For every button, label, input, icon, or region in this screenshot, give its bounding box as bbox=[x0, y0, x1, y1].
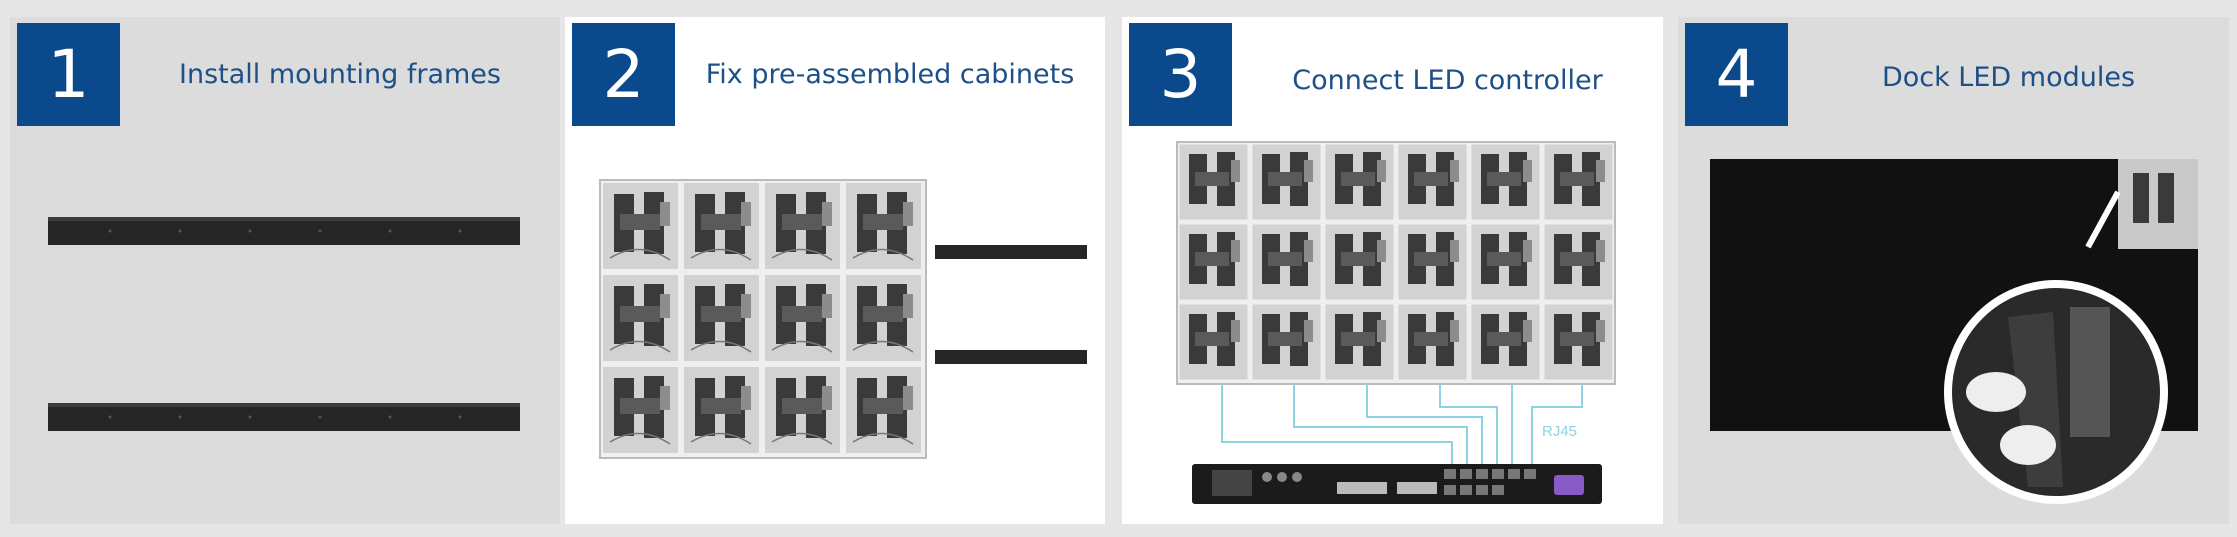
step-1-title: Install mounting frames bbox=[179, 59, 501, 90]
step-1-number-badge: 1 bbox=[17, 23, 120, 126]
step-4-number-badge: 4 bbox=[1685, 23, 1788, 126]
step-4-title: Dock LED modules bbox=[1881, 62, 2136, 93]
step-2-panel: 2 Fix pre-assembled cabinets bbox=[565, 17, 1105, 524]
step-2-title: Fix pre-assembled cabinets bbox=[705, 59, 1075, 90]
ethernet-cables bbox=[1221, 384, 1583, 467]
mounting-frames-illustration bbox=[48, 217, 520, 431]
led-modules-illustration bbox=[1710, 159, 2198, 504]
mounting-frame-right-top bbox=[935, 245, 1087, 259]
step-3-panel: 3 Connect LED controller bbox=[1122, 17, 1663, 524]
step-3-title: Connect LED controller bbox=[1292, 65, 1603, 96]
led-controller-device bbox=[1192, 464, 1602, 504]
controller-illustration: RJ45 bbox=[1176, 141, 1616, 504]
mounting-frame-bottom bbox=[48, 403, 520, 431]
cabinets-illustration bbox=[599, 179, 1087, 459]
steps-strip: 1 Install mounting frames 2 Fix pre-asse… bbox=[10, 17, 2229, 524]
step-1-panel: 1 Install mounting frames bbox=[10, 17, 560, 524]
cable-label: RJ45 bbox=[1542, 423, 1577, 440]
detail-magnifier bbox=[1944, 280, 2168, 504]
cabinet-wall bbox=[1176, 141, 1616, 385]
cabinet-grid bbox=[599, 179, 927, 459]
step-2-number-badge: 2 bbox=[572, 23, 675, 126]
mounting-frame-right-bottom bbox=[935, 350, 1087, 364]
step-4-panel: 4 Dock LED modules bbox=[1678, 17, 2229, 524]
mounting-frame-top bbox=[48, 217, 520, 245]
exposed-cabinet-module bbox=[2085, 159, 2198, 249]
step-3-number-badge: 3 bbox=[1129, 23, 1232, 126]
